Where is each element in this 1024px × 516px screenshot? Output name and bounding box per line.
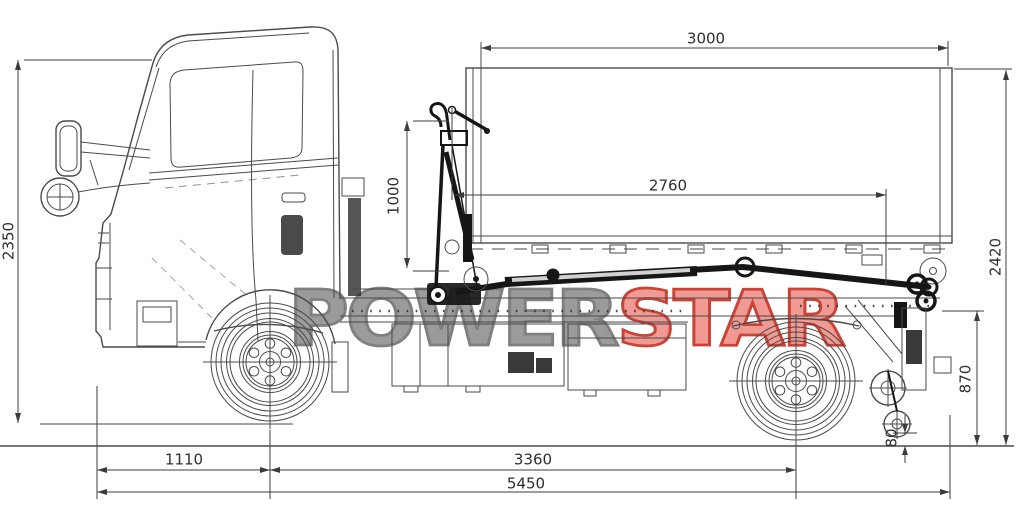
dim-label-hook-height: 1000 [384,176,403,216]
ground-lines [0,423,1014,447]
dim-label-wheelbase: 3360 [513,450,553,469]
dim-label-hook-to-rear: 2760 [648,176,688,195]
dim-label-cab-height: 2350 [0,221,18,261]
front-wheel [202,294,338,430]
lift-hook [429,102,452,141]
rear-tail-assembly [844,299,952,439]
front-leaf-spring [213,323,324,334]
side-mirrors [40,120,151,217]
mudflap [331,341,349,393]
rear-roller [906,273,928,295]
rear-wheel [728,313,864,449]
container-rear-roller [919,257,947,285]
hook-mast [434,144,445,288]
door-handle [281,192,306,203]
toolbox [391,323,565,387]
front-wheel-arch [205,289,336,345]
dim-label-rear-frame-height: 870 [956,364,975,394]
hooklift-mechanism [427,102,939,312]
hydraulic-tank [567,323,687,391]
dim-label-container-length: 3000 [686,29,726,48]
dim-label-front-overhang: 1110 [164,450,204,469]
truck-cab [95,26,341,348]
dim-label-overall-length: 5450 [506,474,546,493]
dim-label-overall-height: 2420 [986,237,1005,277]
door-vent [281,215,303,255]
dim-label-rear-roller-clearance: 80 [882,428,901,448]
cab-step [136,300,178,347]
cab-rear-equipment [341,177,365,296]
dimension-lines [15,41,1012,499]
container-body [465,42,953,285]
chassis-frame [213,288,940,397]
